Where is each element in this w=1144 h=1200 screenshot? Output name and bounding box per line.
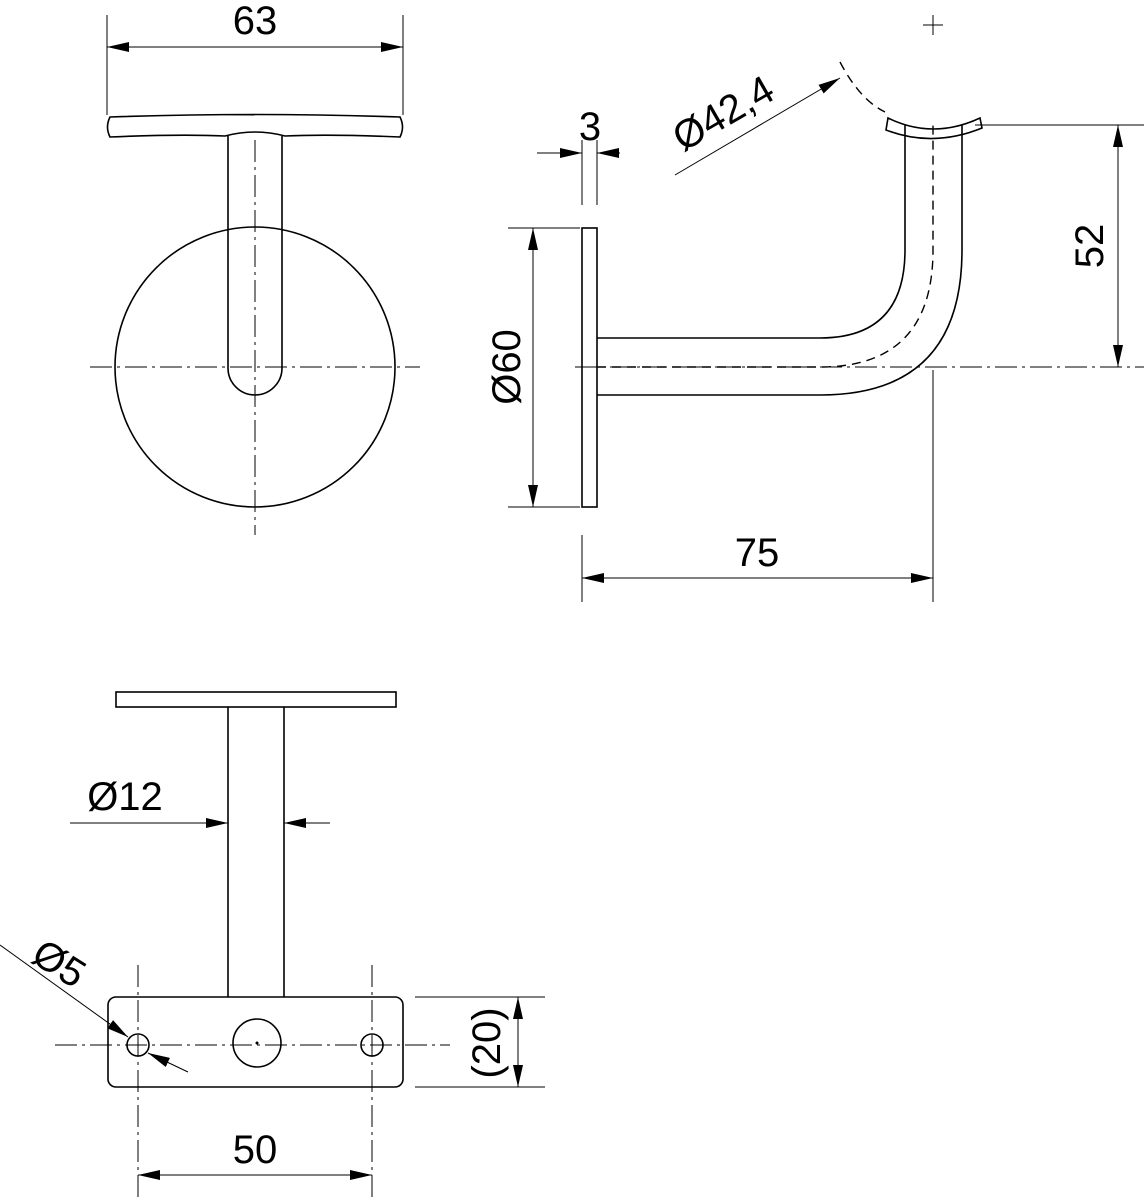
base-plate (107, 996, 404, 1088)
side-view: 3 Ø60 Ø42,4 52 75 (485, 15, 1144, 602)
mounting-plate-top (106, 113, 404, 138)
rail-saddle (885, 116, 983, 140)
dim-base-width: (20) (465, 1007, 509, 1078)
arm-lower-edge (597, 125, 963, 396)
plate-edge (115, 691, 397, 708)
arm-upper-edge (597, 125, 906, 339)
dim-height: 52 (1068, 224, 1112, 269)
dim-plate-width: 63 (233, 0, 278, 43)
dim-hole-diameter: Ø5 (25, 931, 94, 997)
dim-hole-spacing: 50 (233, 1128, 278, 1172)
center-hole (232, 1018, 282, 1068)
dim-projection: 75 (735, 531, 780, 575)
dim-plate-thickness: 3 (579, 105, 601, 149)
front-view: 63 (90, 0, 420, 535)
dim-disc-diameter: Ø60 (485, 329, 529, 405)
dim-stem-diameter: Ø12 (87, 775, 163, 819)
bottom-view: Ø12 Ø5 (20) 50 (0, 691, 545, 1197)
